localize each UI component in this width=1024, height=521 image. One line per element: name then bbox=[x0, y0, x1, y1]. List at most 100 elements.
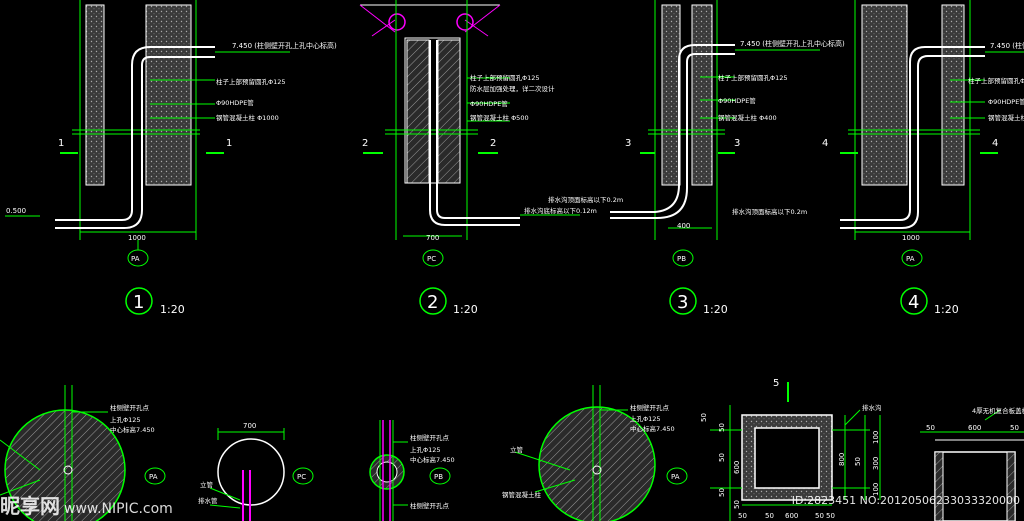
width-dim: 700 bbox=[243, 422, 256, 430]
detail-number: 2 bbox=[427, 292, 438, 313]
pit-label: 排水沟 bbox=[862, 403, 882, 412]
callout-3: 钢管混凝土柱 bbox=[988, 113, 1024, 122]
level-note: 排水沟顶面标高以下0.2m bbox=[548, 195, 623, 204]
callout-1: 柱侧壁开孔点 bbox=[410, 433, 450, 442]
detail-number-circle bbox=[125, 287, 153, 315]
level-note: 0.500 bbox=[6, 207, 26, 215]
cover-detail: 4厚无机复合板盖板 50 600 50 bbox=[920, 406, 1024, 521]
pipe-4 bbox=[840, 46, 985, 221]
detail-number-circle bbox=[669, 287, 697, 315]
dim-11: 50 bbox=[826, 512, 835, 520]
cover-label: 4厚无机复合板盖板 bbox=[972, 406, 1024, 415]
callout-3: 中心标高7.450 bbox=[410, 455, 455, 464]
level-note: 排水沟底标高以下0.12m bbox=[524, 206, 597, 215]
plan-pc: 700 立管 排水管 PC bbox=[198, 422, 314, 521]
detail-scale: 1:20 bbox=[160, 303, 185, 316]
image-id-label: ID:2823451 NO:20120506233033320000 bbox=[791, 494, 1020, 507]
section-mark-right: 2 bbox=[490, 138, 496, 149]
column-wall-right bbox=[145, 4, 192, 186]
section-mark-left: 4 bbox=[822, 138, 828, 149]
column-wall-right bbox=[437, 39, 461, 184]
dim-5: 50 bbox=[718, 488, 726, 497]
section-mark-left: 3 bbox=[625, 138, 631, 149]
elevation-label: 7.450 (柱侧壁开孔上孔中心标高) bbox=[740, 39, 845, 48]
callout-2: 上孔Φ125 bbox=[110, 415, 141, 424]
width-dim: 1000 bbox=[902, 234, 920, 242]
pipe-3 bbox=[610, 44, 735, 213]
tag-label: PC bbox=[427, 255, 436, 263]
dim-3: 50 bbox=[718, 453, 726, 462]
pipe-2 bbox=[429, 40, 520, 226]
tag-label: PA bbox=[131, 255, 140, 263]
section-mark-right: 4 bbox=[992, 138, 998, 149]
column-plan bbox=[538, 406, 656, 521]
tag-label: PB bbox=[677, 255, 686, 263]
watermark-brand: 昵享网 bbox=[0, 494, 60, 518]
dim-3: 50 bbox=[1010, 424, 1019, 432]
detail-number: 3 bbox=[677, 292, 688, 313]
dim-4: 600 bbox=[733, 461, 741, 474]
callout-2: 上孔Φ125 bbox=[630, 414, 661, 423]
label-1: 柱侧壁开孔点 bbox=[410, 501, 450, 510]
dim-16: 100 bbox=[872, 483, 880, 496]
elevation-label: 7.450 (柱侧壁开孔上孔中心标高) bbox=[232, 41, 337, 50]
callout-2: Φ90HDPE管 bbox=[988, 97, 1024, 106]
detail-number-circle bbox=[900, 287, 928, 315]
dim-13: 50 bbox=[854, 457, 862, 466]
dim-1: 50 bbox=[926, 424, 935, 432]
dim-8: 50 bbox=[765, 512, 774, 520]
tag-label: PA bbox=[149, 473, 158, 481]
detail-2: 2 2 柱子上部预留圆孔Φ125 防水层加强处理，详二次设计 Φ90HDPE管 … bbox=[359, 0, 597, 316]
detail-3: 3 3 7.450 (柱侧壁开孔上孔中心标高) 柱子上部预留圆孔Φ125 Φ90… bbox=[548, 0, 845, 316]
dim-12: 800 bbox=[838, 453, 846, 466]
callout-1: 柱子上部预留圆孔Φ125 bbox=[968, 76, 1024, 85]
pipe-section-right bbox=[456, 13, 474, 31]
plan-pb: 柱侧壁开孔点 上孔Φ125 中心标高7.450 柱侧壁开孔点 PB bbox=[369, 420, 455, 521]
dim-14: 100 bbox=[872, 431, 880, 444]
dim-9: 600 bbox=[785, 512, 798, 520]
level-note: 排水沟顶面标高以下0.2m bbox=[732, 207, 807, 216]
label-2: 排水管 bbox=[198, 496, 218, 505]
callout-1: 柱子上部预留圆孔Φ125 bbox=[718, 73, 788, 82]
dim-7: 50 bbox=[738, 512, 747, 520]
column-wall-right bbox=[691, 4, 713, 186]
detail-1: 1 1 7.450 (柱侧壁开孔上孔中心标高) 柱子上部预留圆孔Φ125 Φ90… bbox=[5, 0, 337, 316]
callout-4: 钢管混凝土柱 Φ500 bbox=[470, 113, 529, 122]
width-dim: 1000 bbox=[128, 234, 146, 242]
callout-3: 中心标高7.450 bbox=[110, 425, 155, 434]
callout-3: 钢管混凝土柱 Φ1000 bbox=[216, 113, 279, 122]
tag-label: PA bbox=[671, 473, 680, 481]
tag-label: PC bbox=[297, 473, 306, 481]
column-wall-left bbox=[861, 4, 908, 186]
callout-1: 柱侧壁开孔点 bbox=[630, 403, 670, 412]
detail-scale: 1:20 bbox=[453, 303, 478, 316]
plan-pa-right: 柱侧壁开孔点 上孔Φ125 中心标高7.450 立管 钢管混凝土柱 PA bbox=[502, 385, 688, 521]
cover-frame bbox=[934, 451, 1016, 521]
elevation-label: 7.450 (柱侧壁开孔上孔中心标高) bbox=[990, 41, 1024, 50]
section-mark-right: 1 bbox=[226, 138, 232, 149]
plan-pa-left: 柱侧壁开孔点 上孔Φ125 中心标高7.450 PA bbox=[0, 385, 166, 521]
section-mark: 5 bbox=[773, 378, 779, 389]
callout-2: 上孔Φ125 bbox=[410, 445, 441, 454]
tag-label: PB bbox=[434, 473, 443, 481]
callout-3: 钢管混凝土柱 Φ400 bbox=[718, 113, 777, 122]
dim-1: 50 bbox=[700, 413, 708, 422]
detail-scale: 1:20 bbox=[934, 303, 959, 316]
callout-2: Φ90HDPE管 bbox=[216, 98, 254, 107]
dim-15: 300 bbox=[872, 457, 880, 470]
pit-inner bbox=[754, 427, 820, 489]
callout-1: 柱子上部预留圆孔Φ125 bbox=[470, 73, 540, 82]
label-1: 立管 bbox=[200, 480, 214, 489]
watermark-url: www.NIPIC.com bbox=[64, 501, 173, 517]
callout-2: 防水层加强处理，详二次设计 bbox=[470, 84, 555, 93]
section-mark-right: 3 bbox=[734, 138, 740, 149]
callout-2: Φ90HDPE管 bbox=[718, 96, 756, 105]
callout-1: 柱子上部预留圆孔Φ125 bbox=[216, 77, 286, 86]
callout-1: 柱侧壁开孔点 bbox=[110, 403, 150, 412]
dim-2: 50 bbox=[718, 423, 726, 432]
pipe-section-left bbox=[388, 13, 406, 31]
callout-3: 中心标高7.450 bbox=[630, 424, 675, 433]
tag-label: PA bbox=[906, 255, 915, 263]
